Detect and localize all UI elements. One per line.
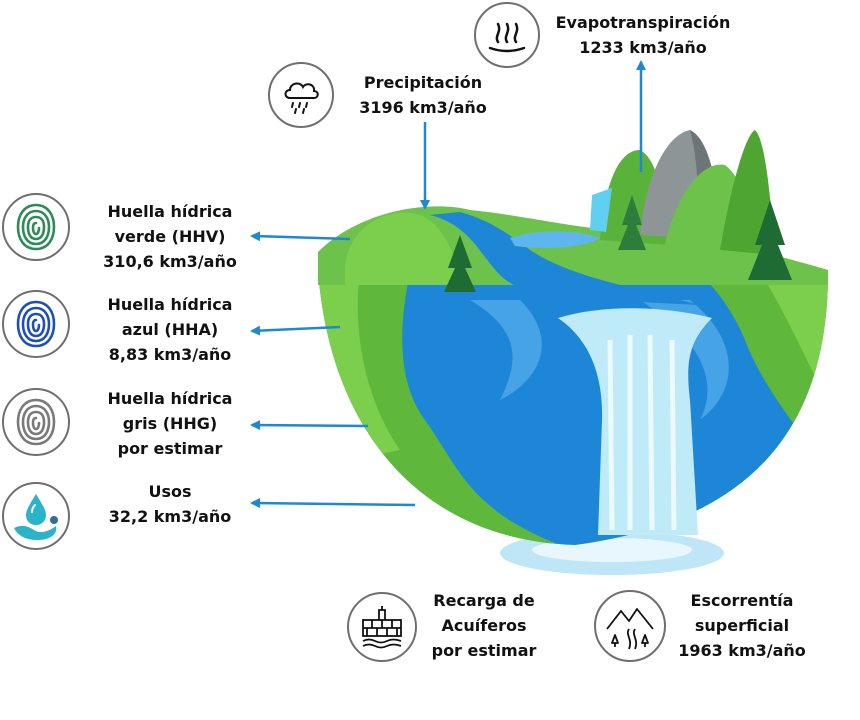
recarga-value: por estimar [431, 641, 537, 660]
top-river [430, 212, 700, 305]
evapotranspiracion-title: Evapotranspiración [555, 13, 731, 32]
hhv-line1: Huella hídrica [107, 202, 233, 221]
mountain-green-far [720, 130, 775, 255]
mountain-river-icon [606, 608, 654, 650]
hhg-badge [2, 388, 70, 456]
arrow-usos [250, 498, 416, 509]
tree-right [748, 200, 792, 280]
top-lake [510, 231, 600, 248]
water-hand-icon [14, 494, 58, 540]
hha-line2: azul (HHA) [121, 320, 219, 339]
escorrentia-line2: superficial [694, 616, 790, 635]
fingerprint-blue-icon [16, 300, 56, 348]
arrow-hha [250, 325, 341, 336]
evapotranspiracion-badge [474, 2, 540, 68]
usos-badge [2, 482, 70, 550]
fingerprint-gray-icon [16, 398, 56, 446]
recarga-badge [347, 592, 417, 662]
tree-left [444, 235, 476, 292]
arrow-hhg [250, 420, 369, 431]
hhg-line1: Huella hídrica [107, 389, 233, 408]
hha-badge [2, 290, 70, 358]
usos-value: 32,2 km3/año [108, 507, 232, 526]
recarga-line1: Recarga de [433, 591, 535, 610]
hha-label: Huella hídrica azul (HHA) 8,83 km3/año [92, 292, 248, 367]
tree-mid [618, 195, 646, 250]
hhg-line2: gris (HHG) [122, 414, 218, 433]
usos-label: Usos 32,2 km3/año [92, 479, 248, 529]
hhv-badge [2, 193, 70, 261]
recarga-label: Recarga de Acuíferos por estimar [418, 588, 550, 663]
rain-cloud-icon [284, 82, 319, 114]
escorrentia-line1: Escorrentía [690, 591, 794, 610]
evapotranspiracion-label: Evapotranspiración 1233 km3/año [548, 10, 738, 60]
precipitacion-badge [268, 62, 334, 128]
precipitacion-value: 3196 km3/año [359, 98, 487, 117]
main-waterfall-streaks [607, 334, 677, 531]
escorrentia-label: Escorrentía superficial 1963 km3/año [664, 588, 820, 663]
hhv-label: Huella hídrica verde (HHV) 310,6 km3/año [92, 199, 248, 274]
aquifer-wall-icon [362, 606, 402, 649]
escorrentia-value: 1963 km3/año [678, 641, 806, 660]
hhv-value: 310,6 km3/año [103, 252, 237, 271]
left-hill [345, 212, 462, 285]
hhg-value: por estimar [117, 439, 223, 458]
evapotranspiracion-value: 1233 km3/año [579, 38, 707, 57]
escorrentia-badge [594, 590, 666, 662]
usos-title: Usos [148, 482, 192, 501]
evaporation-icon [488, 22, 526, 53]
recarga-line2: Acuíferos [441, 616, 527, 635]
small-waterfall [590, 188, 612, 232]
arrow-hhv [250, 231, 351, 242]
hha-line1: Huella hídrica [107, 295, 233, 314]
hhg-label: Huella hídrica gris (HHG) por estimar [92, 386, 248, 461]
precipitacion-title: Precipitación [363, 73, 483, 92]
hhv-line2: verde (HHV) [114, 227, 226, 246]
fingerprint-green-icon [16, 203, 56, 251]
hha-value: 8,83 km3/año [108, 345, 232, 364]
precipitacion-label: Precipitación 3196 km3/año [346, 70, 500, 120]
